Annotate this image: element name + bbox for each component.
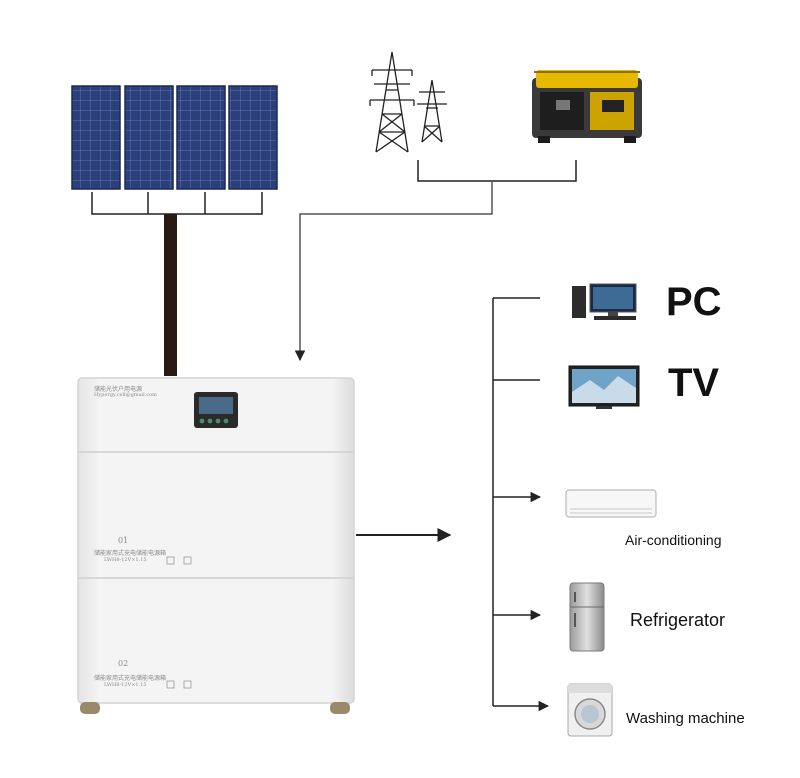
grid-generator-connector	[417, 160, 577, 182]
refrigerator-label: Refrigerator	[630, 610, 726, 630]
grid-feed-line	[294, 181, 493, 362]
module-1-spec: LWH8-12V×1.15	[104, 557, 147, 563]
tv-label: TV	[668, 361, 720, 405]
washing-machine-icon	[567, 683, 613, 737]
solar-cable	[164, 214, 177, 376]
refrigerator-icon	[569, 582, 605, 652]
solar-connector	[91, 192, 263, 215]
module-2-number: 02	[118, 659, 129, 668]
module-1-switches	[166, 556, 192, 565]
storage-cabinet	[77, 377, 355, 714]
module-1-name: 储能家用式充电储能电源箱	[94, 550, 167, 557]
air-conditioner-icon	[565, 489, 657, 518]
module-2-switches	[166, 680, 192, 689]
cabinet-wheels	[80, 702, 350, 714]
power-tower-icon	[369, 51, 447, 153]
cabinet-header-line2: Hypergy.cell@gmail.com	[94, 392, 157, 398]
generator-icon	[532, 70, 642, 143]
pc-label: PC	[666, 280, 722, 324]
module-1-number: 01	[118, 536, 129, 545]
tv-icon	[568, 365, 640, 409]
distribution-arrows	[493, 491, 550, 712]
pc-icon	[572, 283, 637, 320]
solar-panel-icon	[71, 85, 278, 190]
washing-machine-label: Washing machine	[626, 710, 745, 727]
module-2-spec: LWH8-12V×1.15	[104, 682, 147, 688]
cabinet-header-line1: 储能光伏户用电源	[94, 386, 143, 393]
lcd-display	[194, 392, 238, 428]
module-2-name: 储能家用式充电储能电源箱	[94, 675, 167, 682]
distribution-tree	[492, 297, 540, 706]
air-conditioning-label: Air-conditioning	[625, 532, 722, 548]
